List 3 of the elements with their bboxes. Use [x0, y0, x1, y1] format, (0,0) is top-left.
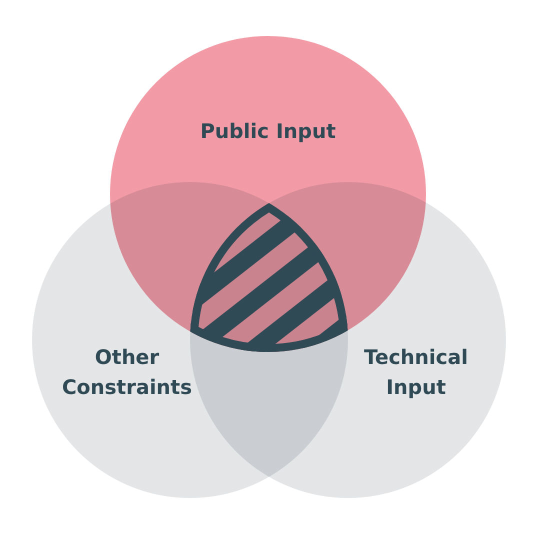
- circle-label: Public Input: [199, 118, 337, 145]
- circle-label: Technical Input: [363, 344, 469, 401]
- circle-label: Other Constraints: [60, 344, 194, 401]
